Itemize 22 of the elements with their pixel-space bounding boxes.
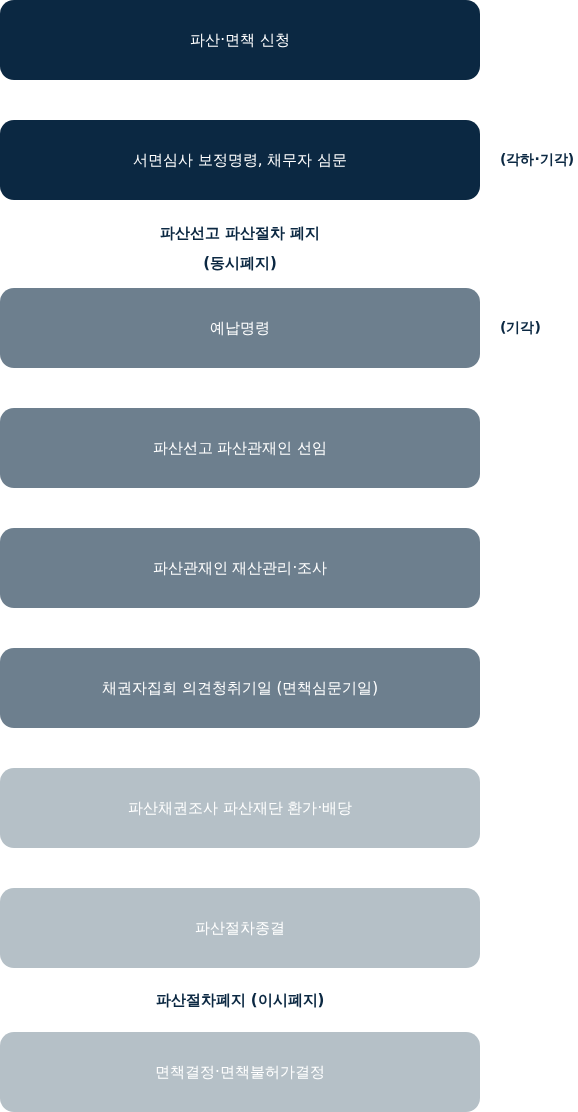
process-box — [0, 648, 480, 728]
process-box — [0, 288, 480, 368]
process-box — [0, 0, 480, 80]
process-box — [0, 888, 480, 968]
step-label: 파산관재인 재산관리·조사 — [152, 558, 328, 578]
outcome-note: (각하·기각) — [500, 151, 575, 169]
branch-note: 파산선고 파산절차 폐지 (동시폐지) — [158, 223, 322, 274]
process-box — [0, 1032, 480, 1112]
step-label: 채권자집회 의견청취기일 (면책심문기일) — [101, 678, 379, 698]
process-box — [0, 528, 480, 608]
step-label: 파산채권조사 파산재단 환가·배당 — [127, 798, 353, 818]
step-label: 파산선고 파산관재인 선임 — [152, 438, 328, 458]
step-label: 파산절차종결 — [195, 918, 285, 938]
process-box — [0, 120, 480, 200]
step-label: 면책결정·면책불허가결정 — [155, 1062, 325, 1082]
step-label: 파산·면책 신청 — [190, 30, 290, 50]
step-label: 예납명령 — [210, 318, 270, 338]
process-box — [0, 408, 480, 488]
branch-note: 파산절차폐지 (이시폐지) — [154, 990, 326, 1011]
step-label: 서면심사 보정명령, 채무자 심문 — [132, 150, 348, 170]
process-box — [0, 768, 480, 848]
outcome-note: (기각) — [500, 319, 541, 337]
